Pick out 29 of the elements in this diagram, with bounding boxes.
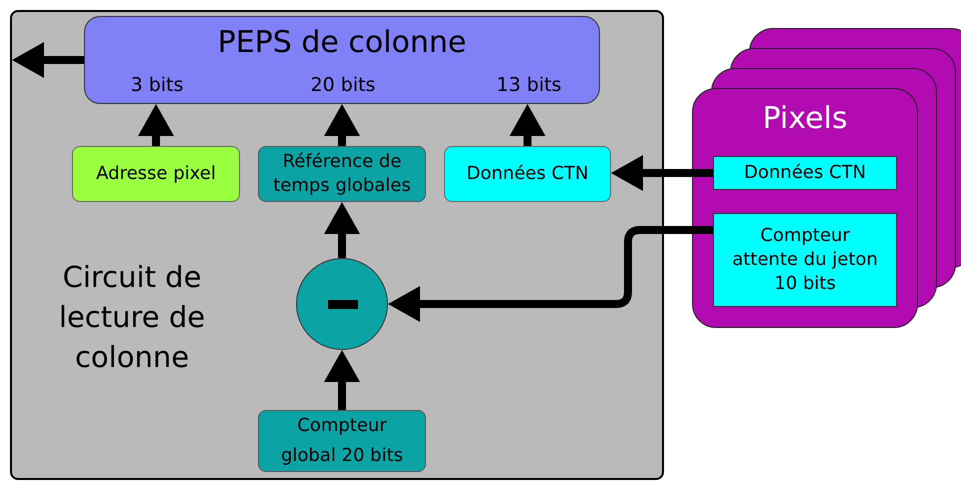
box-label: Données CTN: [744, 161, 866, 185]
circuit-panel: [10, 10, 664, 480]
arrow: [611, 155, 713, 191]
panel-title: Circuit de lecture de colonne: [58, 259, 206, 376]
box-label: Compteur global 20 bits: [280, 414, 404, 468]
arrow: [388, 226, 713, 322]
box-label: Compteur attente du jeton 10 bits: [731, 224, 879, 296]
data-box: [713, 213, 897, 307]
pixel-card: [692, 88, 918, 328]
fifo-box: [84, 16, 600, 104]
arrow: [510, 104, 546, 146]
arrow: [12, 42, 84, 78]
arrow: [324, 350, 360, 410]
bit-width-label: 3 bits: [130, 73, 184, 97]
process-box: [258, 146, 426, 202]
bit-width-label: 20 bits: [310, 73, 376, 97]
arrow: [324, 104, 360, 146]
bit-width-label: 13 bits: [496, 73, 562, 97]
data-box: [713, 156, 897, 190]
box-label: Référence de temps globales: [272, 150, 412, 198]
process-box: [72, 146, 240, 202]
arrow: [324, 202, 360, 258]
process-box: [444, 146, 611, 202]
fifo-title: PEPS de colonne: [216, 24, 468, 62]
process-box: [258, 410, 426, 472]
card-title: Pixels: [761, 100, 849, 138]
box-label: Adresse pixel: [96, 162, 216, 186]
box-label: Données CTN: [466, 162, 588, 186]
arrow: [138, 104, 174, 146]
